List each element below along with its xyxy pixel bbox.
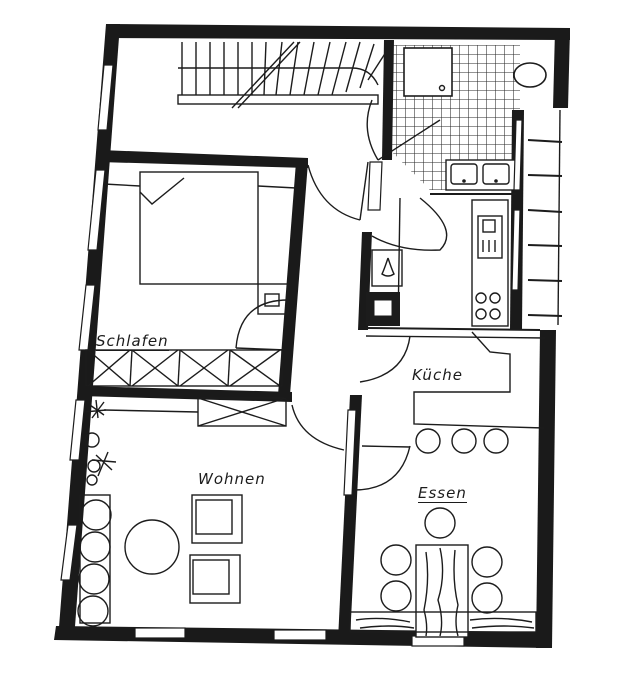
hallway xyxy=(291,161,383,640)
stool xyxy=(80,499,112,531)
balcony-railing xyxy=(511,109,563,326)
stool xyxy=(77,595,109,627)
stool xyxy=(79,531,111,563)
room-label-wohnen: Wohnen xyxy=(198,470,266,488)
living-room xyxy=(77,397,287,627)
kitchen xyxy=(359,197,546,429)
left-windows xyxy=(60,64,114,581)
room-label-kueche: Küche xyxy=(412,366,463,384)
dining-room xyxy=(349,428,537,638)
room-label-schlafen: Schlafen xyxy=(96,332,169,351)
bedroom xyxy=(80,150,308,402)
room-label-essen: Essen xyxy=(418,484,467,503)
bed xyxy=(139,171,259,285)
double-sink xyxy=(445,159,517,191)
kitchen-counter xyxy=(471,199,509,327)
armchair xyxy=(191,494,243,544)
armchair xyxy=(189,554,241,604)
staircase xyxy=(177,41,387,109)
wardrobe xyxy=(85,349,283,387)
coffee-table xyxy=(124,519,180,575)
toilet xyxy=(513,62,547,88)
stool xyxy=(78,563,110,595)
plants xyxy=(83,399,117,486)
